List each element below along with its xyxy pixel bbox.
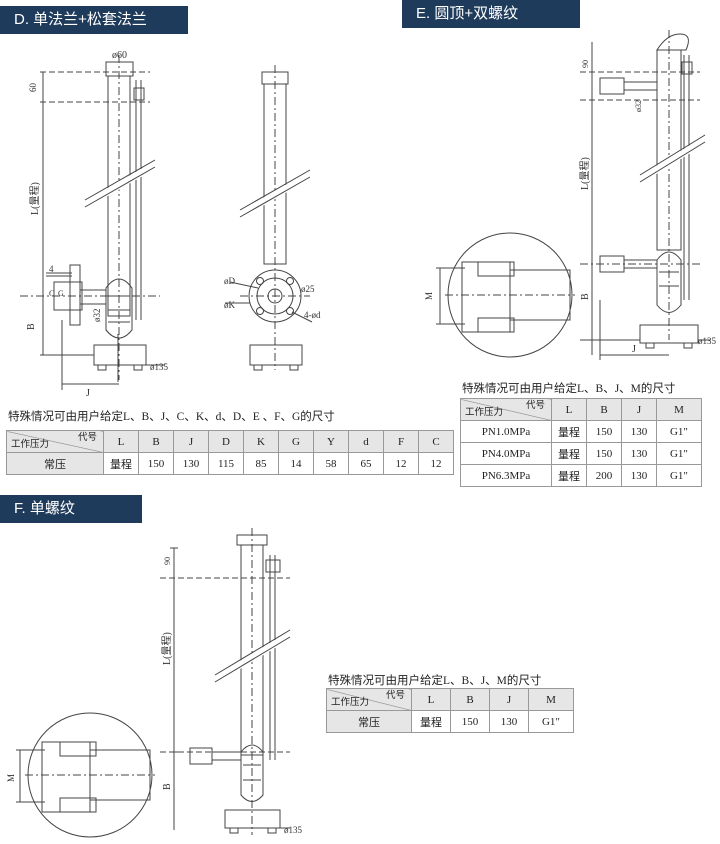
e-row-label: PN4.0MPa (460, 442, 552, 465)
e-label-phi32: ø32 (634, 100, 643, 112)
d-header: G (278, 430, 314, 453)
d-label-B: B (26, 323, 37, 330)
f-cell: 150 (450, 710, 490, 733)
e-label-L: L(量程) (579, 157, 591, 190)
d-label-4: 4 (49, 264, 54, 274)
section-f-note: 特殊情况可由用户给定L、B、J、M的尺寸 (328, 675, 542, 687)
e-cell: G1″ (656, 464, 702, 487)
section-e-note: 特殊情况可由用户给定L、B、J、M的尺寸 (462, 383, 676, 395)
e-row-label: PN6.3MPa (460, 464, 552, 487)
d-cell: 85 (243, 452, 279, 475)
e-label-90: 90 (581, 60, 590, 68)
f-label-B: B (162, 783, 173, 790)
e-front-view (580, 30, 710, 360)
e-cell: 130 (621, 420, 657, 443)
d-label-J: J (86, 388, 90, 399)
d-header: Y (313, 430, 349, 453)
d-corner-cell: 代号 工作压力 (6, 430, 104, 453)
f-cell: 量程 (411, 710, 451, 733)
e-cell: 130 (621, 464, 657, 487)
section-e-table: 代号 工作压力 L B J M PN1.0MPa 量程 150 130 G1″ … (460, 398, 702, 487)
d-label-phiD: øD (224, 276, 236, 286)
e-header: M (656, 398, 702, 421)
e-label-B: B (580, 293, 591, 300)
d-label-C: C (49, 289, 54, 298)
d-row-label: 常压 (6, 452, 104, 475)
e-cell: 量程 (551, 464, 587, 487)
d-label-phi135: ø135 (150, 362, 169, 372)
e-label-phi135: ø135 (698, 336, 717, 346)
d-cell: 115 (208, 452, 244, 475)
d-header: D (208, 430, 244, 453)
e-detail-view (436, 232, 575, 358)
d-cell: 量程 (103, 452, 139, 475)
d-cell: 12 (418, 452, 454, 475)
e-cell: 量程 (551, 442, 587, 465)
section-d-title: D. 单法兰+松套法兰 (0, 6, 188, 34)
e-label-M: M (424, 292, 434, 300)
d-side-view (225, 65, 313, 371)
d-header: d (348, 430, 384, 453)
d-cell: 14 (278, 452, 314, 475)
f-header: M (528, 688, 574, 711)
f-label-90: 90 (163, 557, 172, 565)
d-front-view (20, 55, 165, 390)
section-d-table: 代号 工作压力 L B J D K G Y d F C 常压 量程 150 13… (6, 430, 454, 475)
f-detail-view (16, 712, 155, 838)
e-label-J: J (632, 344, 636, 355)
f-row-label: 常压 (326, 710, 412, 733)
e-header: J (621, 398, 657, 421)
section-f-table: 代号 工作压力 L B J M 常压 量程 150 130 G1″ (326, 688, 574, 733)
e-cell: 150 (586, 420, 622, 443)
d-label-phi32: ø32 (92, 309, 102, 323)
d-cell: 58 (313, 452, 349, 475)
d-label-60: 60 (28, 83, 38, 93)
section-f-title: F. 单螺纹 (0, 495, 142, 523)
e-cell: G1″ (656, 420, 702, 443)
f-cell: 130 (489, 710, 529, 733)
d-header: F (383, 430, 419, 453)
f-corner-cell: 代号 工作压力 (326, 688, 412, 711)
section-e-title: E. 圆顶+双螺纹 (402, 0, 580, 28)
f-cell: G1″ (528, 710, 574, 733)
d-header: J (173, 430, 209, 453)
f-label-L: L(量程) (161, 632, 173, 665)
f-front-view (160, 528, 292, 835)
e-cell: 150 (586, 442, 622, 465)
e-header: B (586, 398, 622, 421)
d-cell: 12 (383, 452, 419, 475)
e-cell: 200 (586, 464, 622, 487)
e-cell: G1″ (656, 442, 702, 465)
d-header: C (418, 430, 454, 453)
f-label-phi135: ø135 (284, 825, 303, 835)
d-label-phi25: ø25 (301, 284, 315, 294)
d-label-L: L(量程) (29, 182, 41, 215)
d-cell: 130 (173, 452, 209, 475)
f-header: B (450, 688, 490, 711)
section-d-note: 特殊情况可由用户给定L、B、J、C、K、d、D、E 、F、G的尺寸 (8, 411, 335, 423)
d-header: K (243, 430, 279, 453)
f-label-M: M (6, 774, 16, 782)
d-header: B (138, 430, 174, 453)
f-header: L (411, 688, 451, 711)
e-header: L (551, 398, 587, 421)
e-row-label: PN1.0MPa (460, 420, 552, 443)
e-cell: 130 (621, 442, 657, 465)
e-cell: 量程 (551, 420, 587, 443)
d-label-G: G (58, 289, 64, 298)
e-corner-cell: 代号 工作压力 (460, 398, 552, 421)
d-label-4d: 4-ød (304, 310, 321, 320)
d-label-phiK: øK (224, 300, 236, 310)
d-cell: 65 (348, 452, 384, 475)
d-label-phi60: ø60 (112, 50, 127, 61)
d-cell: 150 (138, 452, 174, 475)
f-header: J (489, 688, 529, 711)
d-header: L (103, 430, 139, 453)
